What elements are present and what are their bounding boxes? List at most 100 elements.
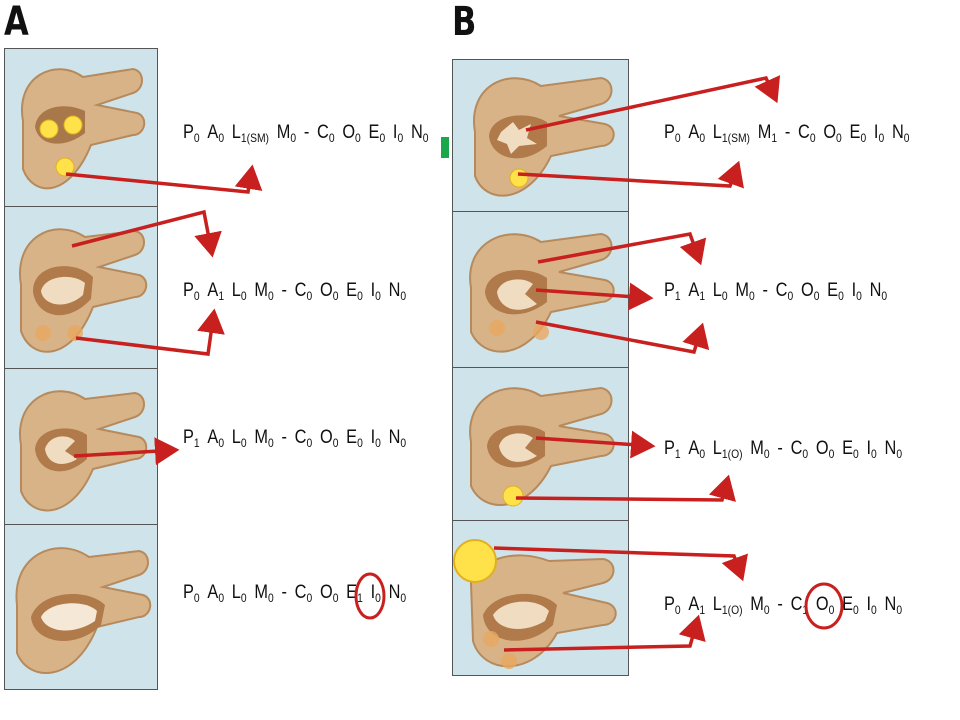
term-subscript: 0 <box>763 603 770 617</box>
formula-term: C0 <box>776 280 794 303</box>
term-subscript: 1 <box>674 447 681 461</box>
formula-term: L1(O) <box>713 594 743 617</box>
formula-term: E0 <box>827 280 844 303</box>
palate-illustration <box>15 547 152 674</box>
term-letter: I <box>370 280 376 301</box>
term-letter: P <box>183 427 194 448</box>
formula-term: L0 <box>232 427 247 450</box>
formula-term: P0 <box>183 582 200 605</box>
formula-term: N0 <box>389 582 407 605</box>
formula-term: A0 <box>207 582 224 605</box>
term-subscript: 0 <box>218 131 225 145</box>
term-letter: E <box>842 594 853 615</box>
term-letter: M <box>254 582 269 603</box>
term-subscript: 0 <box>193 289 200 303</box>
formula-term: - <box>304 122 309 144</box>
term-subscript: 1 <box>699 289 706 303</box>
term-letter: M <box>750 594 764 615</box>
term-letter: E <box>849 122 861 143</box>
term-subscript: 0 <box>375 436 381 450</box>
term-letter: I <box>873 122 879 143</box>
term-subscript: 0 <box>397 131 404 145</box>
formula-term: M0 <box>277 122 296 145</box>
term-letter: C <box>790 594 803 615</box>
formula-term: I0 <box>371 582 381 605</box>
formula-term: O0 <box>816 438 834 461</box>
term-letter: N <box>891 122 904 143</box>
term-letter: O <box>319 427 333 448</box>
formula-term: A0 <box>688 122 705 145</box>
formula-term: O0 <box>320 280 338 303</box>
formula-term: A1 <box>207 280 224 303</box>
term-letter: C <box>798 122 810 143</box>
term-letter: A <box>207 280 219 301</box>
formula-term: P1 <box>664 280 681 303</box>
formula-term: P0 <box>183 280 200 303</box>
term-letter: - <box>281 427 287 448</box>
term-letter: N <box>388 427 401 448</box>
term-subscript: 0 <box>763 447 770 461</box>
formula-term: M0 <box>735 280 754 303</box>
term-subscript: 0 <box>871 603 877 617</box>
formula-term: I0 <box>371 427 381 450</box>
term-letter: - <box>784 122 791 143</box>
term-subscript: 0 <box>856 289 862 303</box>
term-letter: O <box>815 438 829 459</box>
formula-term: N0 <box>411 122 429 145</box>
formula-term: C0 <box>295 427 313 450</box>
term-letter: L <box>712 594 722 615</box>
palate-illustration <box>473 76 615 197</box>
formula-term: - <box>281 280 286 302</box>
term-subscript: 0 <box>268 289 274 303</box>
formula-term: M0 <box>254 427 273 450</box>
term-letter: O <box>815 594 829 615</box>
term-letter: A <box>688 438 700 459</box>
formula-term: - <box>777 594 782 616</box>
term-letter: P <box>664 594 675 615</box>
term-letter: E <box>827 280 839 301</box>
formula-term: M1 <box>758 122 777 145</box>
term-letter: E <box>346 280 358 301</box>
formula-term: A1 <box>688 594 705 617</box>
formula-term: C0 <box>791 438 809 461</box>
term-letter: - <box>281 582 287 603</box>
term-subscript: 1 <box>674 289 681 303</box>
term-letter: M <box>276 122 291 143</box>
term-letter: M <box>254 280 269 301</box>
term-letter: P <box>664 122 675 143</box>
term-letter: P <box>664 438 675 459</box>
term-subscript: 0 <box>193 131 200 145</box>
term-subscript: 0 <box>332 591 339 605</box>
term-letter: M <box>757 122 772 143</box>
term-subscript: 0 <box>836 131 842 145</box>
term-letter: C <box>294 280 307 301</box>
term-letter: A <box>688 594 700 615</box>
term-letter: C <box>775 280 788 301</box>
formula-term: L0 <box>232 280 247 303</box>
panel-b-cell-1 <box>453 60 628 212</box>
formula-term: N0 <box>892 122 910 145</box>
term-letter: L <box>712 280 722 301</box>
formula-term: P1 <box>664 438 681 461</box>
term-subscript: 0 <box>896 447 903 461</box>
formula-term: E0 <box>369 122 386 145</box>
term-letter: O <box>342 122 356 143</box>
term-subscript: 0 <box>268 591 274 605</box>
term-subscript: 1 <box>357 591 363 605</box>
term-subscript: 1 <box>699 603 706 617</box>
formula-term: - <box>281 427 286 449</box>
formula-term: M0 <box>254 582 273 605</box>
term-subscript: 0 <box>809 131 816 145</box>
term-subscript: 0 <box>749 289 755 303</box>
formula-term: O0 <box>801 280 819 303</box>
formula-term: I0 <box>852 280 862 303</box>
term-subscript: 0 <box>306 591 313 605</box>
formula-term: N0 <box>389 427 407 450</box>
formula-term: - <box>777 438 782 460</box>
panel-a-cell-1 <box>5 49 157 207</box>
term-letter: L <box>231 122 241 143</box>
panel-b-cell-4 <box>453 521 628 675</box>
term-letter: A <box>207 427 219 448</box>
panel-b-frame <box>452 59 629 676</box>
